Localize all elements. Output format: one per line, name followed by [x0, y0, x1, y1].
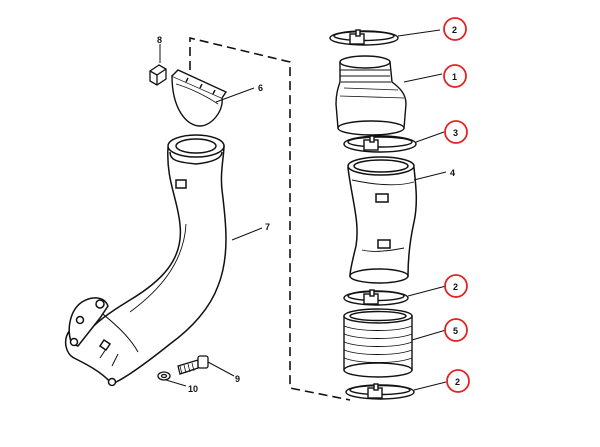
label-part-2-top: 2 [452, 25, 457, 35]
highlight-part-5 [444, 318, 468, 342]
label-part-10: 10 [188, 384, 198, 394]
part-6-bracket [171, 69, 255, 127]
part-9-bolt [177, 355, 235, 377]
highlight-part-3 [444, 120, 468, 144]
part-2-clamp-mid [343, 285, 447, 306]
label-part-4: 4 [450, 168, 455, 178]
part-10-washer [157, 371, 187, 387]
label-part-6: 6 [258, 83, 263, 93]
label-part-1: 1 [452, 72, 457, 82]
highlight-part-2-bottom [446, 369, 470, 393]
part-7-elbow-duct [64, 134, 263, 387]
part-4-offset-duct [347, 156, 447, 284]
part-2-clamp-top [329, 29, 441, 46]
label-part-3: 3 [453, 128, 458, 138]
label-part-7: 7 [265, 222, 270, 232]
label-part-5: 5 [453, 326, 458, 336]
label-part-9: 9 [235, 374, 240, 384]
highlight-part-1 [443, 64, 467, 88]
highlight-circles [443, 17, 470, 393]
part-8-nut [149, 44, 167, 86]
part-5-straight-hose [343, 308, 447, 378]
part-3-clamp [343, 131, 445, 153]
part-1-reducer-hose [335, 55, 443, 136]
part-labels: 8 6 7 9 10 2 1 3 4 2 5 2 [157, 25, 460, 394]
label-part-2-bottom: 2 [455, 377, 460, 387]
highlight-part-2-mid [444, 274, 468, 298]
label-part-8: 8 [157, 35, 162, 45]
assembly-dashed-line [189, 36, 351, 401]
part-2-clamp-bottom [345, 381, 447, 400]
highlight-part-2-top [443, 17, 467, 41]
label-part-2-mid: 2 [453, 282, 458, 292]
